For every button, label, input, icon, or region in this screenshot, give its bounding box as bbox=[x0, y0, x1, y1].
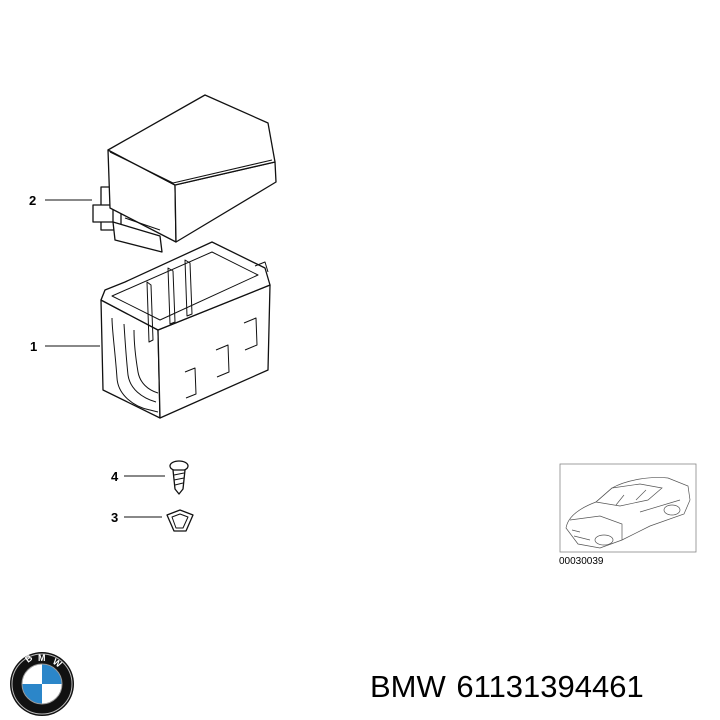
svg-text:3: 3 bbox=[111, 510, 118, 525]
svg-text:M: M bbox=[38, 653, 46, 663]
bmw-logo: B M W bbox=[10, 652, 74, 716]
svg-text:4: 4 bbox=[111, 469, 119, 484]
brand-part-number: BMW 61131394461 bbox=[370, 669, 644, 704]
callout-2: 2 bbox=[29, 193, 92, 208]
housing-part bbox=[100, 241, 271, 419]
svg-text:B: B bbox=[23, 652, 35, 664]
svg-text:1: 1 bbox=[30, 339, 37, 354]
callout-4: 4 bbox=[111, 469, 165, 484]
callout-3: 3 bbox=[111, 510, 162, 525]
svg-text:2: 2 bbox=[29, 193, 36, 208]
inset-ref-number: 00030039 bbox=[559, 556, 604, 567]
clip-nut-part bbox=[166, 509, 194, 532]
screw-part bbox=[169, 460, 189, 495]
cover-part bbox=[92, 94, 277, 253]
vehicle-inset: 00030039 bbox=[559, 463, 697, 567]
callout-1: 1 bbox=[30, 339, 100, 354]
